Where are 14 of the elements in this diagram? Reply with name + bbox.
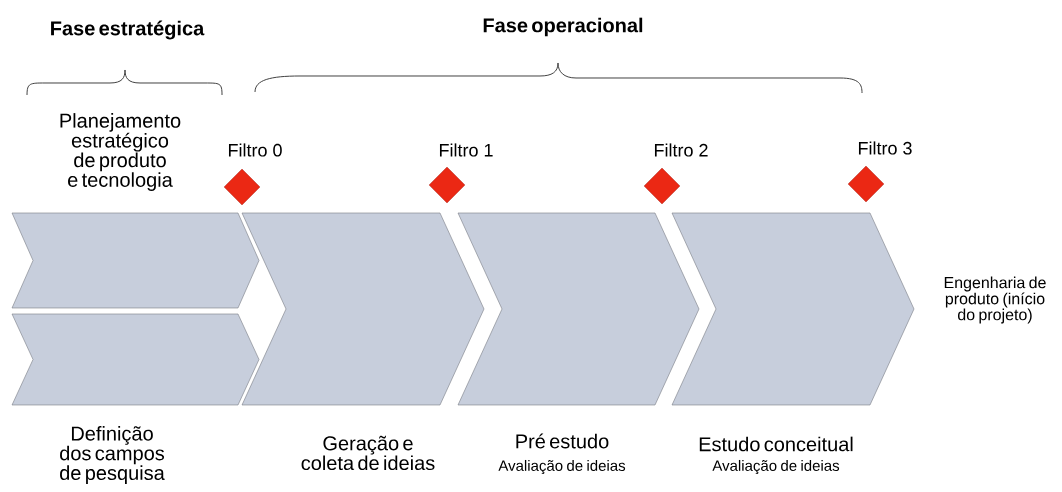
phase-heading: Fase operacional [483, 17, 643, 37]
filter-label: Filtro 0 [229, 143, 282, 157]
stage-label: Engenharia de produto (início do projeto) [944, 276, 1046, 324]
filter-label: Filtro 3 [858, 141, 912, 155]
step-title: Geração e coleta de ideias [301, 435, 435, 471]
filter-label: Filtro 1 [440, 143, 493, 157]
step-title: Definição dos campos de pesquisa [60, 426, 165, 484]
step-title: Planejamento estratégico de produto e tecnologia [60, 113, 181, 191]
filter-label: Filtro 2 [655, 143, 708, 157]
step-subtitle: Avaliação de ideias [498, 459, 626, 474]
phase-heading: Fase estratégica [51, 20, 205, 40]
step-title: Estudo conceitual [699, 436, 853, 452]
step-subtitle: Avaliação de ideias [712, 459, 840, 474]
step-title: Pré estudo [516, 433, 609, 449]
